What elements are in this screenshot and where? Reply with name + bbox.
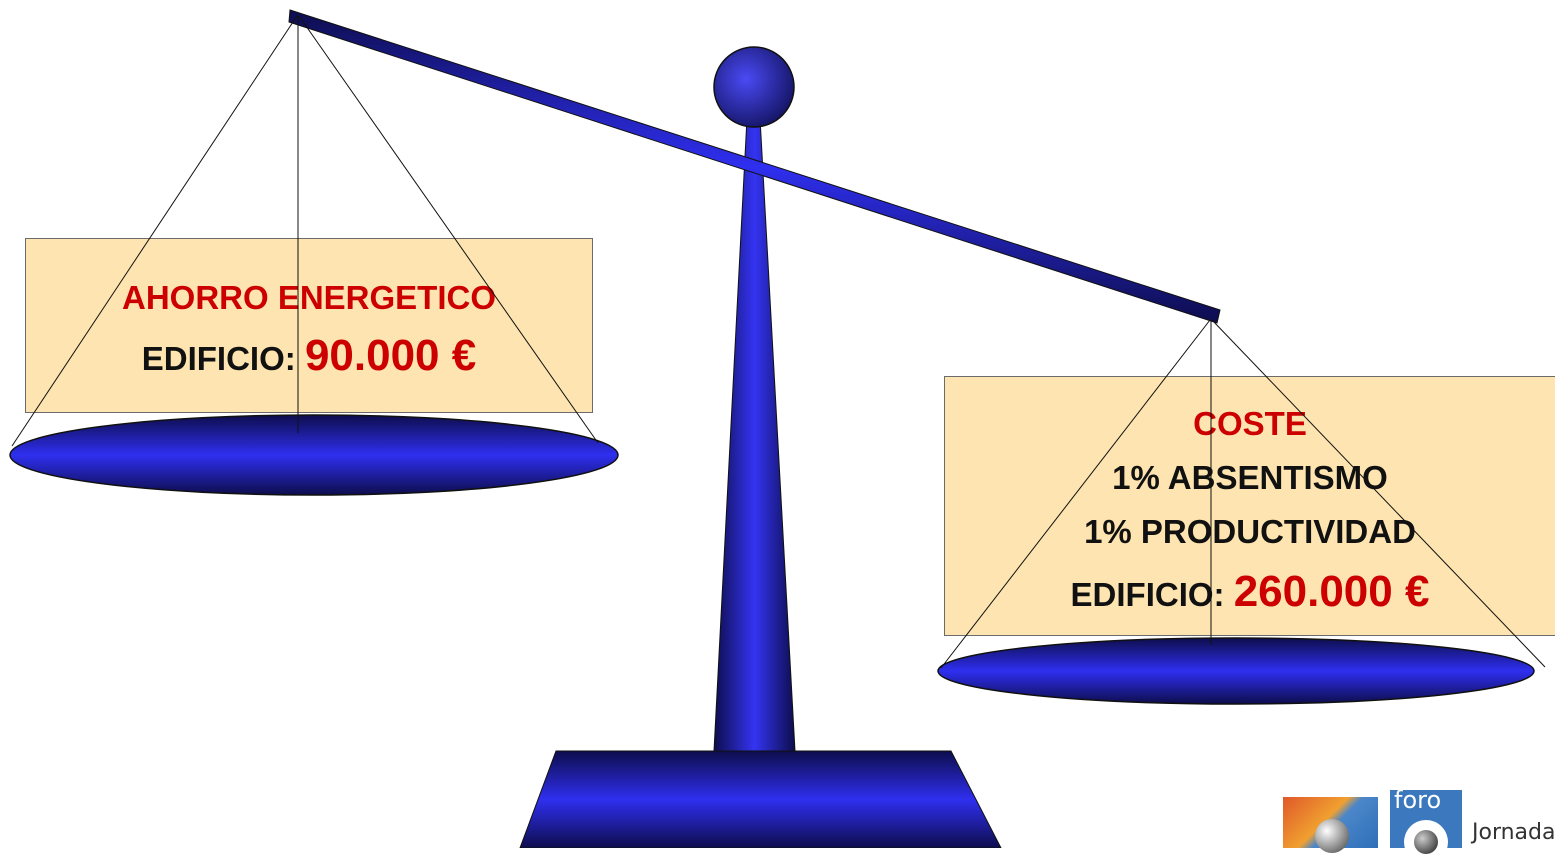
left-pan-value-line: EDIFICIO: 90.000 € bbox=[26, 331, 592, 381]
left-pan-value: 90.000 € bbox=[304, 331, 477, 380]
right-pan-value-line: EDIFICIO: 260.000 € bbox=[945, 567, 1555, 617]
left-pan-title: AHORRO ENERGETICO bbox=[121, 279, 497, 316]
right-pan-line-absentismo: 1% ABSENTISMO bbox=[1112, 459, 1388, 496]
foro-logo: foro Jornadas bbox=[1283, 786, 1555, 864]
scale-base bbox=[519, 750, 1002, 848]
logo-tile-e bbox=[1283, 797, 1378, 853]
logo-foro-text: foro bbox=[1394, 786, 1442, 814]
right-pan-label-box: COSTE 1% ABSENTISMO 1% PRODUCTIVIDAD EDI… bbox=[944, 376, 1555, 636]
logo-brand-text: Jornadas bbox=[1472, 820, 1555, 845]
right-pan bbox=[937, 637, 1535, 705]
right-pan-label: EDIFICIO: bbox=[1070, 576, 1225, 613]
right-pan-line-productividad: 1% PRODUCTIVIDAD bbox=[1084, 513, 1416, 550]
right-pan-title: COSTE bbox=[1193, 405, 1307, 442]
left-pan-label: EDIFICIO: bbox=[141, 340, 296, 377]
scale-knob bbox=[713, 46, 795, 128]
left-pan bbox=[9, 414, 619, 496]
right-pan-value: 260.000 € bbox=[1233, 567, 1430, 616]
scale-post bbox=[713, 117, 796, 752]
logo-tile-foro: foro bbox=[1390, 786, 1462, 864]
left-pan-label-box: AHORRO ENERGETICO EDIFICIO: 90.000 € bbox=[25, 238, 593, 413]
